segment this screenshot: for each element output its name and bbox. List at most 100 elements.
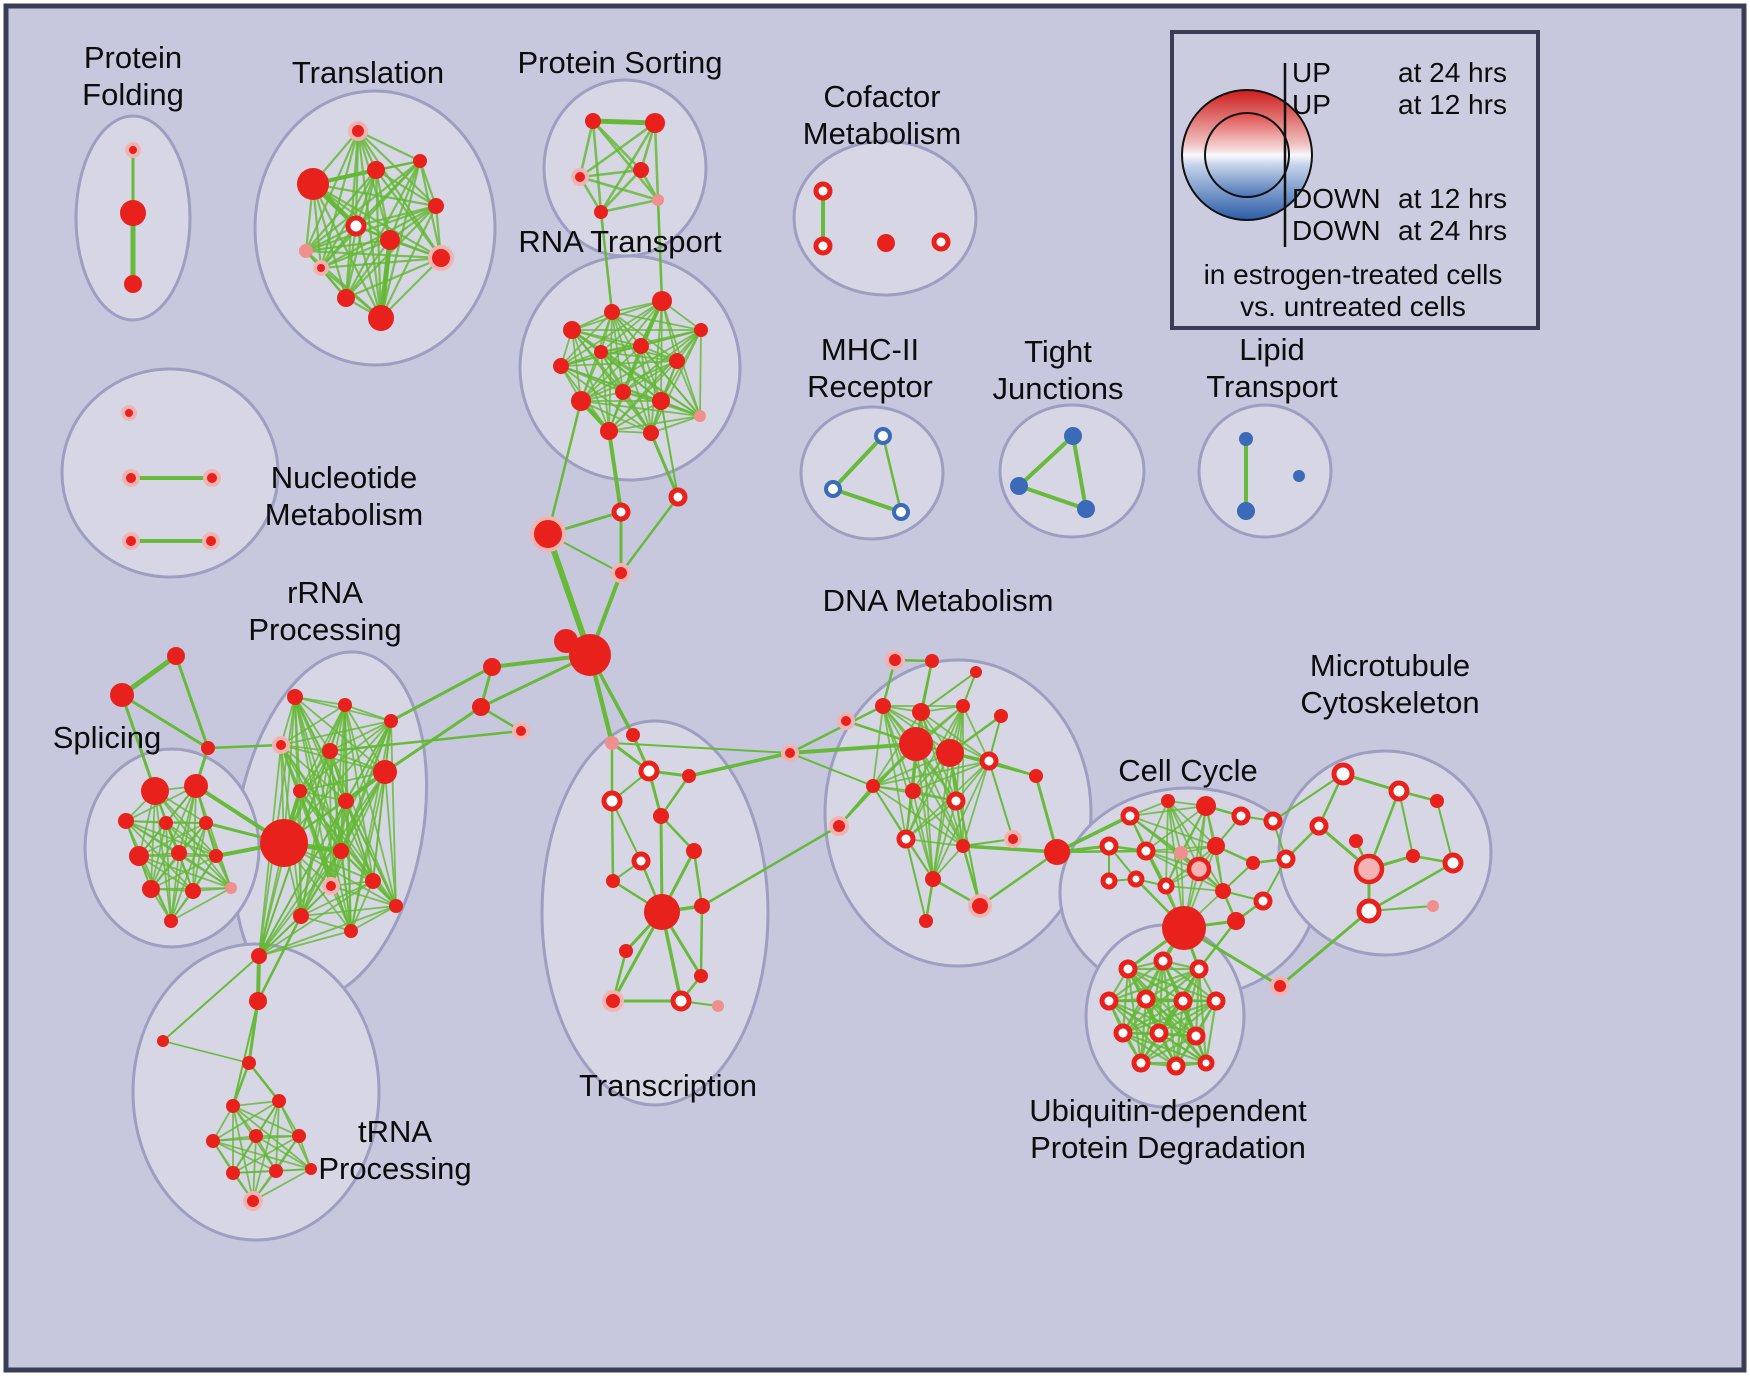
node-x6 (483, 658, 501, 676)
edge-ub5-ub13 (1144, 997, 1208, 1065)
edge-rr8-rr15 (258, 800, 347, 957)
edge-sp5-sp6 (138, 822, 207, 857)
node-dm19 (1004, 830, 1022, 848)
edge-r3-r6 (600, 300, 663, 353)
edge-rr10-rr15 (258, 850, 342, 957)
node-sq2 (110, 683, 134, 707)
node-sq3 (201, 741, 215, 755)
edge-mh1-mh2 (831, 434, 885, 491)
edge-ub3-ub13 (1197, 967, 1208, 1065)
node-r10 (615, 384, 631, 400)
node-x1 (611, 502, 631, 522)
edge-tn4-tn11 (232, 1105, 254, 1202)
edge-dm9-dm18 (915, 743, 964, 847)
node-nm3 (203, 469, 221, 487)
node-sp5 (199, 816, 213, 830)
node-sp10 (185, 883, 201, 899)
edge-x2-x4 (619, 495, 680, 575)
node-mc7 (1406, 849, 1420, 863)
edge-tc1-y1 (611, 742, 791, 754)
node-z1 (1044, 839, 1070, 865)
edge-rr8-rr16 (345, 800, 397, 907)
edge-tn11-tn12 (252, 1168, 312, 1202)
node-cm3 (877, 234, 895, 252)
node-t6 (345, 215, 367, 237)
edge-dm14-dm18 (912, 790, 964, 847)
node-tn6 (206, 1134, 220, 1148)
node-lt2 (1237, 502, 1255, 520)
cluster-label-trna-processing: Processing (318, 1151, 471, 1186)
cluster-label-cofactor-metabolism: Metabolism (803, 116, 962, 151)
edge-mc2-mc7 (1398, 790, 1414, 857)
edge-r13-x2 (649, 431, 680, 499)
node-tc12 (694, 969, 708, 983)
edge-cc3-cc7 (1145, 805, 1207, 852)
node-nm1 (121, 405, 137, 421)
edge-rr14-rr15 (258, 930, 352, 957)
node-mc9 (1356, 898, 1382, 924)
edge-rr10-rr13 (300, 850, 342, 917)
node-cc15 (1215, 883, 1231, 899)
node-rr11 (322, 877, 340, 895)
node-cc8 (1174, 846, 1188, 860)
edge-ps1-ps6 (591, 119, 660, 202)
edge-r7-r13 (640, 345, 652, 434)
node-cc17 (1227, 912, 1245, 930)
node-tn4 (226, 1099, 240, 1113)
node-tn1 (249, 992, 267, 1010)
edge-tc3-y1 (687, 751, 792, 778)
edge-x3-x5 (545, 531, 593, 658)
edge-sp11-sp12 (170, 887, 232, 922)
edge-cc2-cc10 (1167, 800, 1200, 870)
edge-ub3-ub4 (1107, 967, 1201, 1003)
node-ps6 (652, 194, 664, 206)
edge-tn5-tn6 (212, 1100, 280, 1142)
node-dm17 (896, 829, 916, 849)
node-ub13 (1197, 1054, 1215, 1072)
node-rr4 (272, 736, 290, 754)
edge-sp5-sp10 (192, 822, 207, 892)
edge-mc3-mc8 (1436, 800, 1454, 864)
node-mc1 (1331, 762, 1355, 786)
edge-rr7-rr10 (299, 790, 342, 852)
node-t1 (348, 121, 368, 141)
node-mh2 (824, 480, 842, 498)
edge-ps1-ps5 (591, 119, 603, 214)
edge-dm17-dm18 (905, 838, 964, 847)
cluster-label-cofactor-metabolism: Cofactor (823, 79, 940, 114)
node-t9 (380, 230, 400, 250)
edge-r2-r12 (608, 311, 613, 432)
edge-tj2-tj3 (1017, 484, 1088, 511)
node-r4 (694, 323, 708, 337)
edge-rr11-rr16 (330, 885, 397, 907)
edge-tc10-dm16 (700, 824, 841, 908)
edge-w1-mc9 (1278, 909, 1371, 988)
node-sp12 (225, 882, 237, 894)
node-x5 (569, 634, 611, 676)
node-ub9 (1149, 1023, 1169, 1043)
edge-r3-r13 (650, 300, 663, 434)
node-rr6 (373, 760, 397, 784)
node-r13 (643, 425, 659, 441)
node-dm20 (925, 871, 941, 887)
edge-ub3-ub5 (1144, 967, 1201, 1001)
legend-note-line1: in estrogen-treated cells (1204, 259, 1503, 290)
edge-r11-x2 (660, 400, 679, 498)
node-rr12 (365, 873, 381, 889)
edge-dm10-dm21 (949, 752, 981, 907)
edge-rr12-rr14 (350, 880, 374, 932)
edge-tn7-tn12 (255, 1135, 312, 1170)
edge-rr3-rr5 (329, 720, 392, 752)
node-y1 (781, 744, 799, 762)
node-cc3 (1196, 796, 1216, 816)
edge-rr1-rr5 (294, 696, 331, 752)
node-tn2 (157, 1035, 169, 1047)
node-tj1 (1064, 427, 1082, 445)
edge-sp2-sp10 (192, 785, 197, 892)
edge-r1-r13 (571, 329, 652, 434)
edge-t2-t5 (311, 182, 438, 208)
edge-rr12-rr13 (300, 880, 374, 917)
edge-ub10-ub11 (1139, 1034, 1198, 1065)
edge-t7-t9 (304, 238, 392, 253)
node-mc8 (1442, 852, 1464, 874)
